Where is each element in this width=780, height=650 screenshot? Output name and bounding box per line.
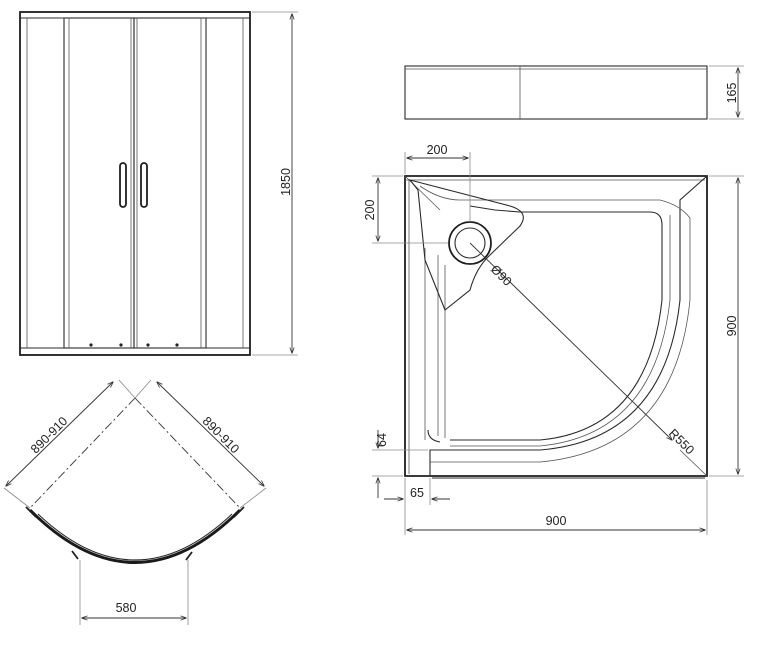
rim-offset-x-label: 65 (410, 486, 424, 500)
tray-height-label: 165 (725, 83, 739, 104)
handle-icon (140, 162, 148, 208)
drain-offset-y-label: 200 (363, 200, 377, 221)
drain-offset-x-label: 200 (427, 143, 448, 157)
handle-icon (119, 162, 127, 208)
enclosure-height-label: 1850 (279, 168, 293, 196)
radius-label: R550 (666, 426, 697, 457)
tray-plan-view: Ø90 R550 200 200 900 64 65 900 (363, 143, 744, 535)
tray-depth-label: 900 (725, 316, 739, 337)
enclosure-plan-view: 890-910 890-910 580 (3, 379, 267, 625)
tray-side-view: 165 (404, 65, 744, 120)
width-right-label: 890-910 (200, 414, 242, 456)
rim-offset-y-label: 64 (375, 433, 389, 447)
tray-width-label: 900 (546, 514, 567, 528)
front-view: 1850 (19, 11, 298, 356)
drain-diameter-label: Ø90 (488, 262, 515, 289)
width-left-label: 890-910 (28, 414, 70, 456)
entry-width-label: 580 (116, 601, 137, 615)
